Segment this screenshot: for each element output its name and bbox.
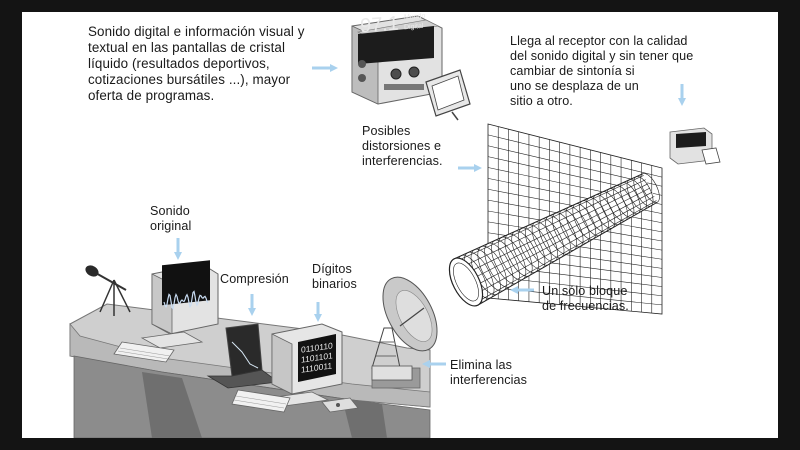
radio-receiver-icon bbox=[351, 15, 443, 105]
waveform-monitor-icon bbox=[140, 260, 219, 349]
distortions-label: Posibles distorsiones e interferencias. bbox=[362, 124, 443, 168]
keyboard-icon bbox=[231, 389, 291, 413]
compression-label: Compresión bbox=[220, 272, 289, 286]
digital-radio-diagram: 97.1 Mundo Digital 0110110 1101101 11100… bbox=[22, 12, 778, 438]
microphone-icon bbox=[85, 265, 131, 316]
binary-digits-label: Dígitos binarios bbox=[312, 262, 357, 291]
digital-info-label: Sonido digital e información visual y te… bbox=[88, 24, 305, 103]
arrows bbox=[174, 64, 686, 368]
small-monitor-icon bbox=[425, 69, 471, 121]
satellite-dish-icon bbox=[371, 276, 438, 381]
control-box-icon bbox=[321, 397, 359, 413]
original-sound-label: Sonido original bbox=[150, 204, 192, 233]
receiver-quality-label: Llega al receptor con la calidad del son… bbox=[510, 34, 694, 108]
frequency-tube bbox=[448, 173, 660, 307]
mini-receiver-icon bbox=[669, 127, 721, 165]
eliminate-interference-label: Elimina las interferencias bbox=[450, 358, 527, 387]
keyboard-icon bbox=[113, 341, 175, 363]
laptop-icon bbox=[206, 323, 280, 389]
frequency-block-label: Un sólo bloque de frecuencias. bbox=[542, 284, 629, 313]
diagram-artwork bbox=[69, 15, 721, 438]
